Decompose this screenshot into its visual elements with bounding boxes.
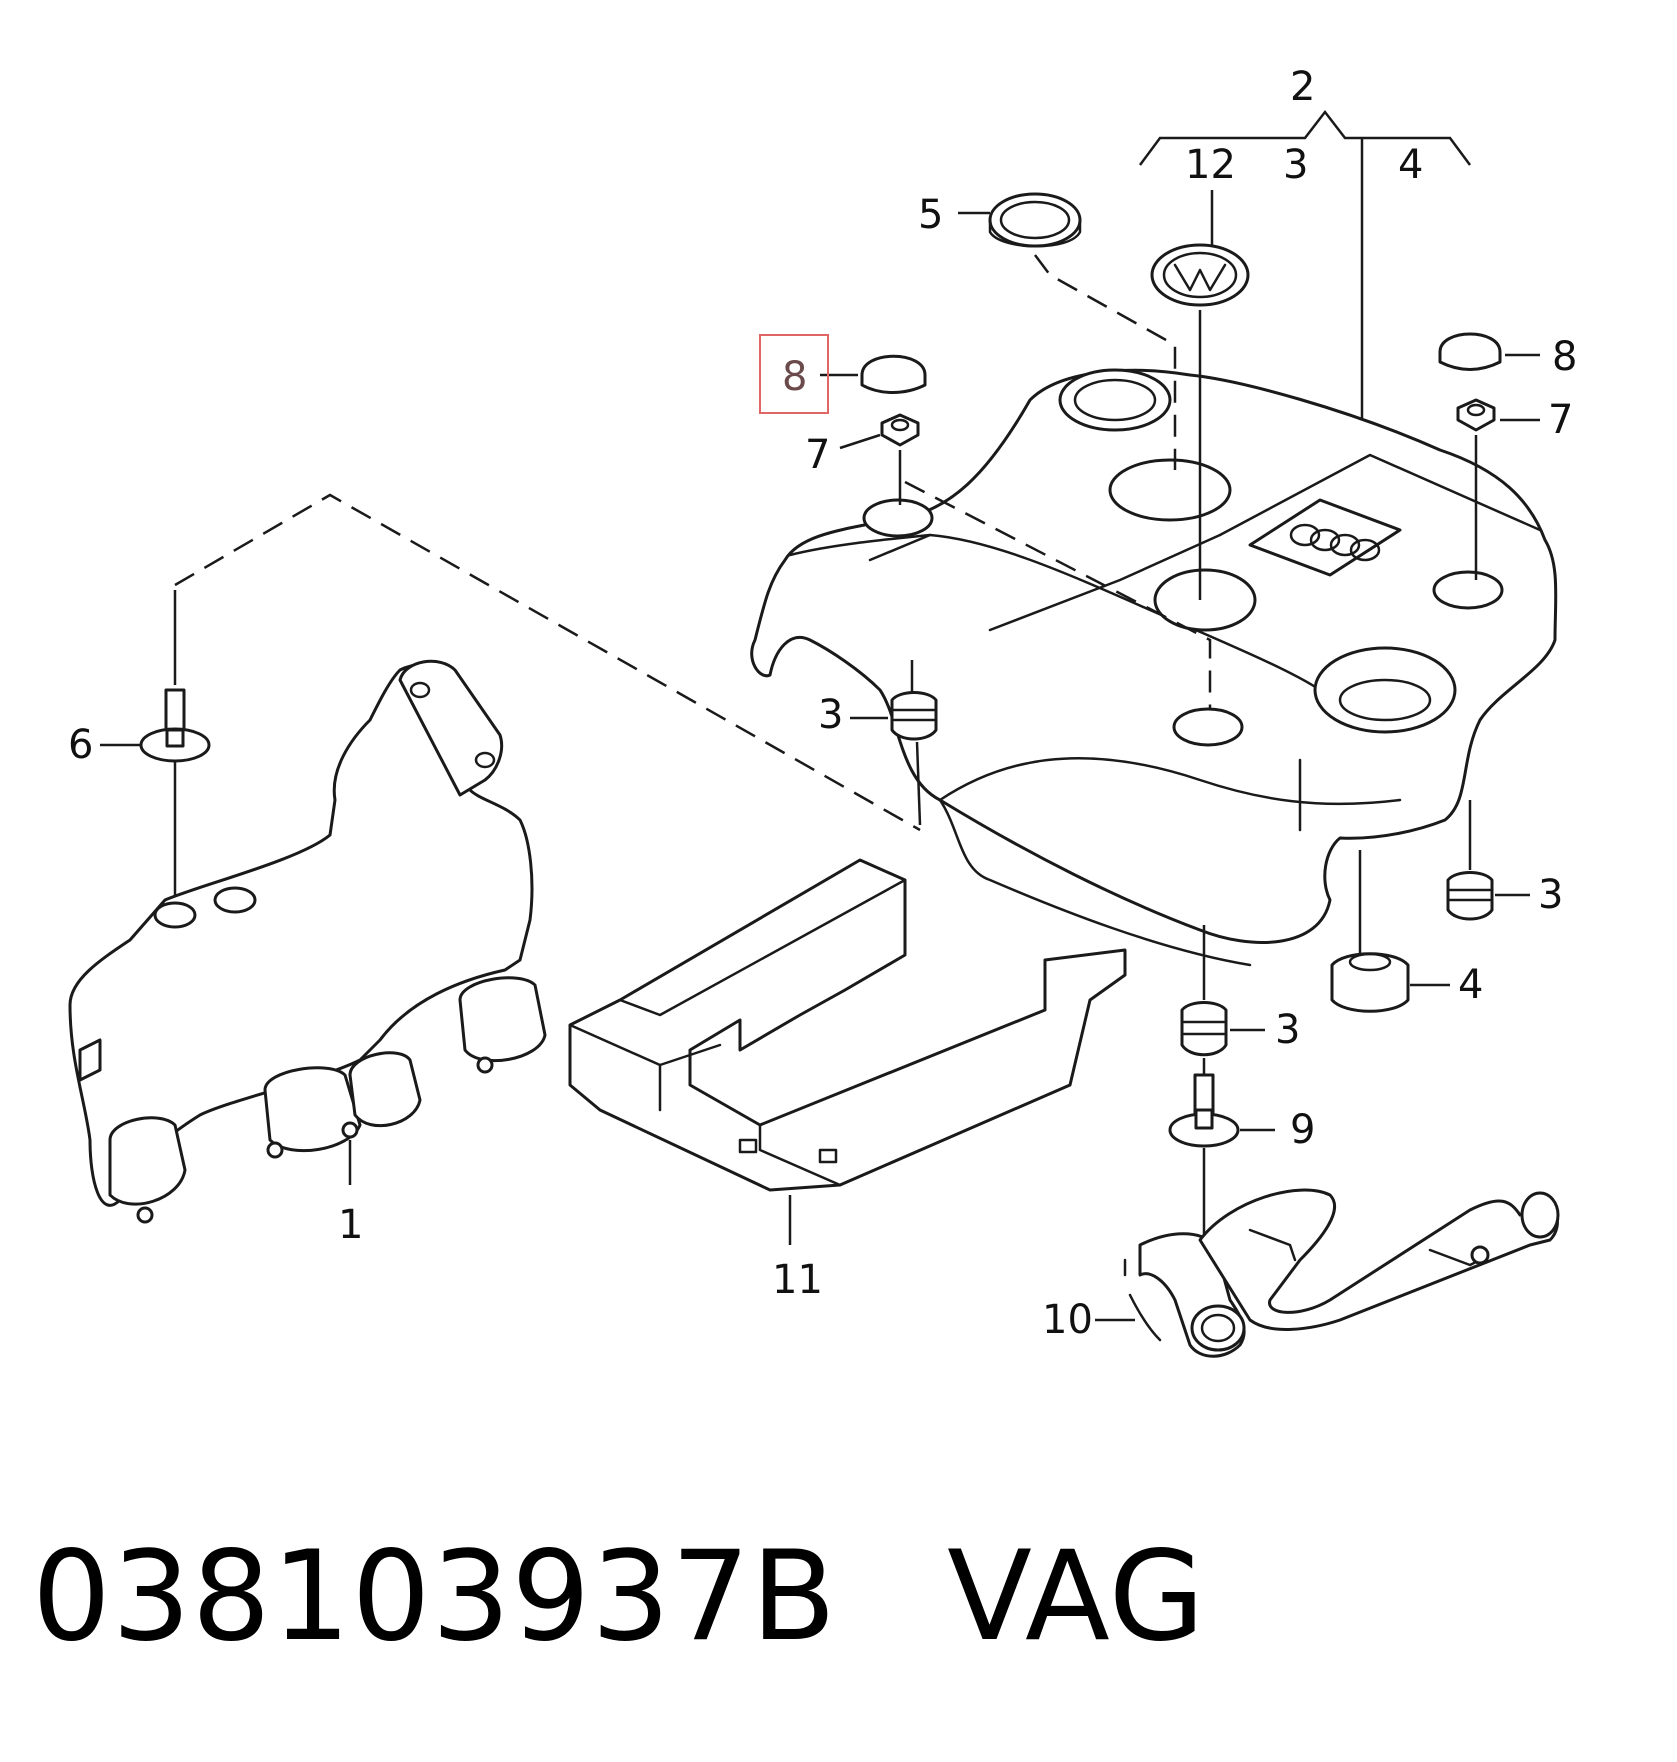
callout-11: 11	[772, 1257, 823, 1303]
footer-caption: 038103937B VAG	[32, 1525, 1206, 1669]
rings-emblem-icon	[1289, 523, 1381, 562]
group-bracket-2	[1138, 109, 1472, 450]
callout-7-left: 7	[805, 432, 830, 478]
highlight-box	[759, 334, 829, 414]
part-number: 038103937B	[32, 1525, 838, 1669]
nut-left[interactable]	[880, 413, 920, 447]
callout-4-right: 4	[1458, 962, 1483, 1008]
stud-right[interactable]	[1168, 1073, 1240, 1148]
callout-5: 5	[918, 192, 943, 238]
grommet-3[interactable]	[1180, 1001, 1228, 1057]
brand-name: VAG	[947, 1525, 1206, 1669]
grommet-1[interactable]	[890, 691, 938, 741]
callout-3-top: 3	[1283, 142, 1308, 188]
callout-8-left[interactable]: 8	[782, 354, 807, 400]
seal-ring[interactable]	[988, 192, 1082, 248]
callout-12: 12	[1185, 142, 1236, 188]
vw-emblem[interactable]	[1150, 243, 1250, 307]
callout-labels: 2 12 3 4 5 8 8 7 7 3 6 3 4 3 9 1 11 10	[68, 64, 1577, 1343]
callout-7-right: 7	[1548, 397, 1573, 443]
callout-6: 6	[68, 722, 93, 768]
nut-right[interactable]	[1456, 398, 1496, 432]
cap-right[interactable]	[1438, 332, 1502, 371]
callout-2: 2	[1290, 64, 1315, 110]
coolant-pipe[interactable]	[1123, 1188, 1560, 1358]
callout-10: 10	[1042, 1297, 1093, 1343]
insulation-foam[interactable]	[568, 858, 1127, 1192]
callout-1: 1	[338, 1202, 363, 1248]
callout-9: 9	[1290, 1107, 1315, 1153]
stud-left[interactable]	[139, 688, 211, 763]
engine-cover[interactable]	[750, 368, 1558, 967]
callout-8-right: 8	[1552, 334, 1577, 380]
callout-3-bottom: 3	[1275, 1007, 1300, 1053]
exhaust-manifold[interactable]	[68, 659, 547, 1224]
large-grommet[interactable]	[1330, 952, 1410, 1013]
callout-4-top: 4	[1398, 142, 1423, 188]
grommet-2[interactable]	[1446, 871, 1494, 921]
cap-left[interactable]	[860, 354, 927, 394]
callout-3-left: 3	[818, 692, 843, 738]
callout-3-right: 3	[1538, 872, 1563, 918]
